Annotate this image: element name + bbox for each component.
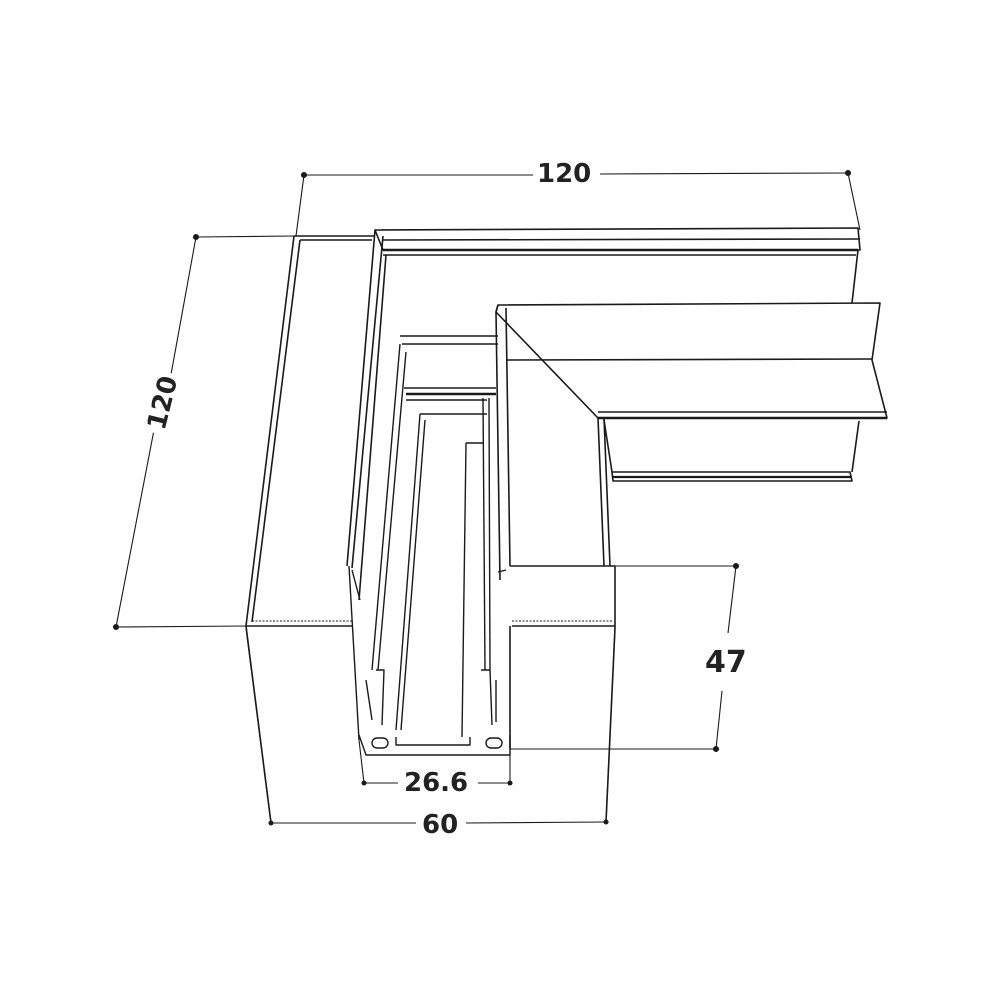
dimension-label-outer-width: 60 xyxy=(418,812,463,838)
dimension-left-120 xyxy=(112,233,295,631)
top-rail xyxy=(346,227,861,601)
left-outer-wall xyxy=(245,235,375,824)
right-arm xyxy=(495,302,888,482)
dimension-label-height: 47 xyxy=(701,646,751,680)
channel-internals xyxy=(348,335,511,756)
dimension-label-inner-width: 26.6 xyxy=(400,770,473,796)
dimension-label-top-length: 120 xyxy=(533,161,596,187)
inner-right-post xyxy=(495,304,616,823)
dimension-top-120 xyxy=(295,169,861,237)
